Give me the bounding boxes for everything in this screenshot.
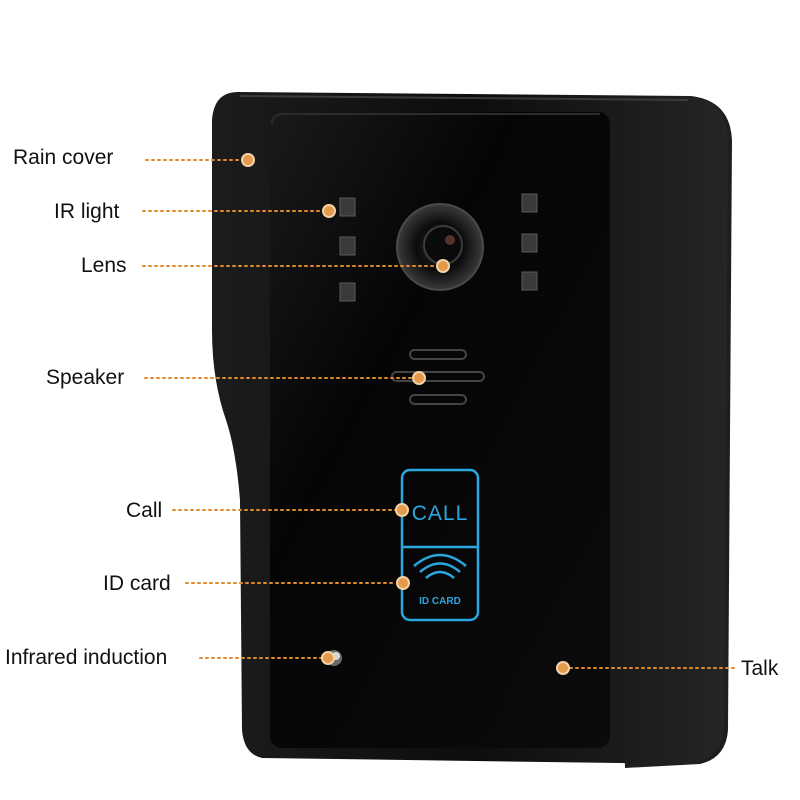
call-button-text[interactable]: CALL: [412, 502, 469, 525]
id-card-text: ID CARD: [419, 596, 461, 607]
rfid-wireless-icon: [413, 553, 467, 579]
label-rain-cover: Rain cover: [13, 146, 114, 169]
label-ir-light: IR light: [54, 200, 120, 223]
label-speaker: Speaker: [46, 366, 125, 389]
label-call: Call: [126, 499, 163, 522]
label-id-card: ID card: [103, 572, 171, 595]
label-lens: Lens: [81, 254, 127, 277]
label-infrared-induction: Infrared induction: [5, 646, 168, 669]
speaker-grille: [391, 349, 485, 405]
front-panel: [270, 112, 610, 748]
camera-lens: [396, 203, 484, 291]
label-talk: Talk: [741, 657, 779, 680]
leader-lines: [142, 159, 737, 669]
ir-leds-left: [339, 197, 356, 302]
leader-dots: [241, 153, 570, 675]
ir-leds-right: [521, 193, 538, 291]
call-id-panel: [400, 468, 480, 622]
